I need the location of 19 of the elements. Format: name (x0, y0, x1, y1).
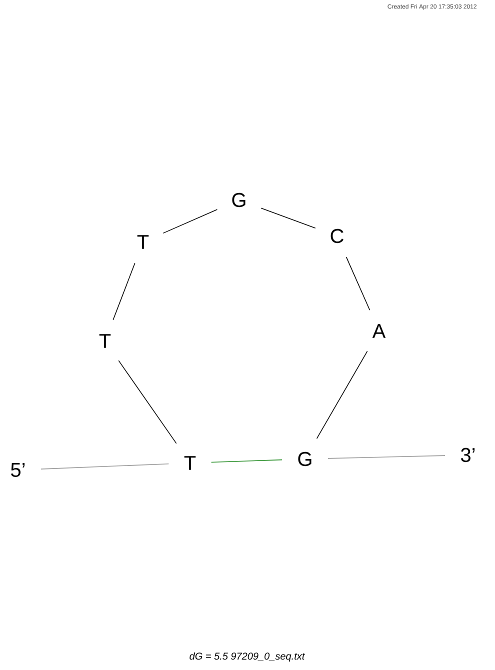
base-letter: T (99, 334, 111, 348)
base-letter: T (184, 456, 196, 470)
backbone-line (210, 459, 282, 463)
base-letter: T (137, 235, 149, 249)
backbone-line (40, 463, 170, 470)
backbone-line (328, 455, 446, 459)
base-letter: G (232, 192, 246, 208)
base-letter: G (298, 452, 312, 466)
backbone-line (112, 262, 136, 320)
base-letter: C (330, 228, 344, 244)
backbone-line (118, 360, 177, 444)
backbone-line (316, 350, 368, 439)
end-label: 5’ (11, 463, 25, 477)
base-letter: A (372, 324, 386, 338)
end-label: 3’ (460, 448, 475, 462)
backbone-line (346, 256, 370, 311)
backbone-line (162, 209, 218, 234)
caption: dG = 5.5 97209_0_seq.txt (190, 652, 305, 662)
backbone-line (260, 208, 316, 228)
